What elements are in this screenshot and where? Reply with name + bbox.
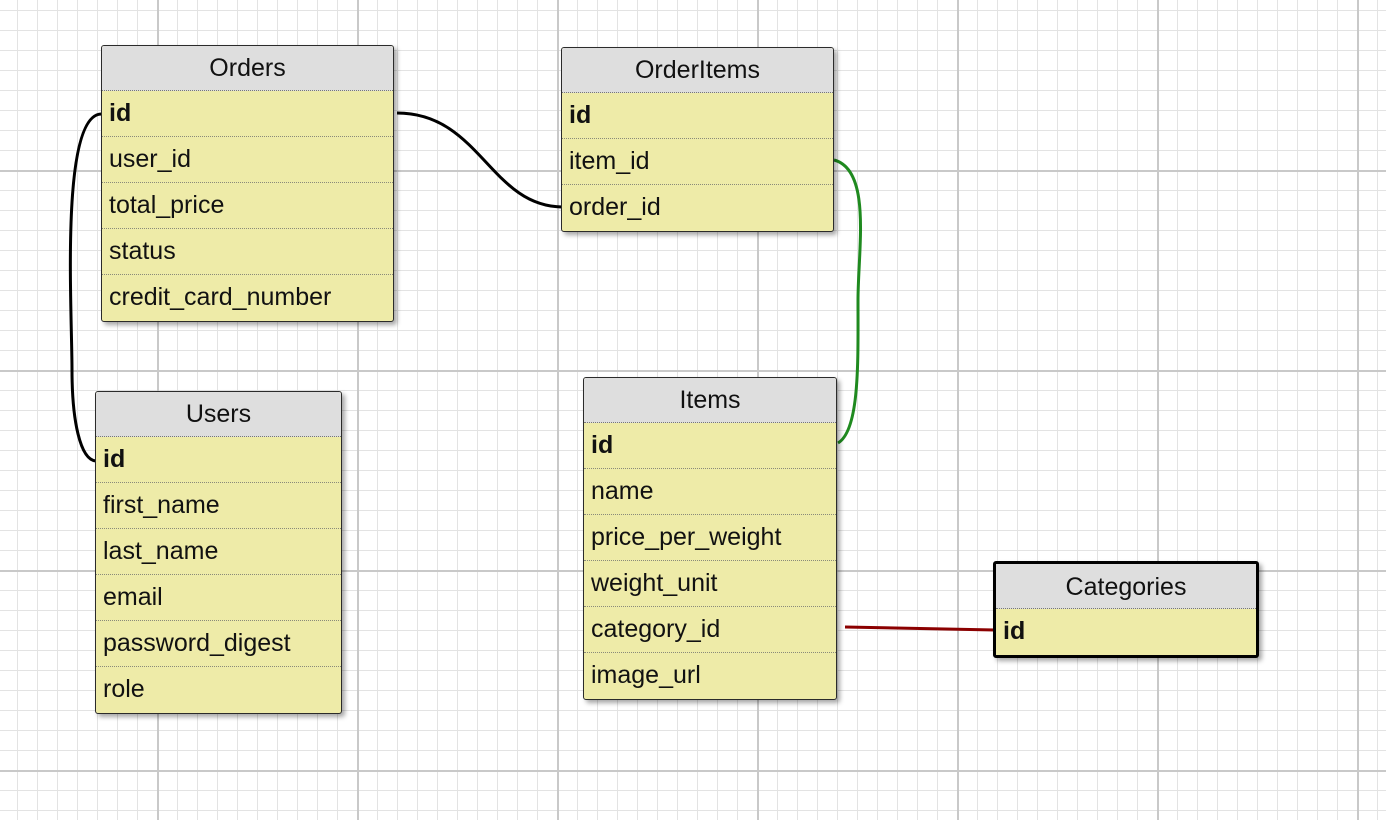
field-id[interactable]: id — [562, 93, 833, 139]
field-id[interactable]: id — [1003, 617, 1026, 645]
link-items-categories[interactable] — [844, 625, 996, 632]
field-id[interactable]: id — [102, 91, 393, 137]
field-name[interactable]: name — [584, 469, 836, 515]
field-total-price[interactable]: total_price — [102, 183, 393, 229]
table-categories[interactable]: Categories id — [993, 561, 1259, 658]
link-orders-orderitems[interactable] — [396, 111, 563, 209]
field-image-url[interactable]: image_url — [591, 661, 701, 689]
field-order-id[interactable]: order_id — [569, 193, 661, 221]
field-id[interactable]: id — [96, 437, 341, 483]
field-id[interactable]: id — [584, 423, 836, 469]
field-weight-unit[interactable]: weight_unit — [584, 561, 836, 607]
table-title: Users — [96, 392, 341, 437]
table-order-items[interactable]: OrderItems id item_id order_id — [561, 47, 834, 232]
table-title: OrderItems — [562, 48, 833, 93]
table-orders[interactable]: Orders id user_id total_price status cre… — [101, 45, 394, 322]
field-status[interactable]: status — [102, 229, 393, 275]
field-user-id[interactable]: user_id — [102, 137, 393, 183]
table-users[interactable]: Users id first_name last_name email pass… — [95, 391, 342, 714]
link-orderitems-items[interactable] — [833, 158, 863, 445]
field-password-digest[interactable]: password_digest — [96, 621, 341, 667]
table-title: Categories — [996, 564, 1256, 609]
field-first-name[interactable]: first_name — [96, 483, 341, 529]
field-item-id[interactable]: item_id — [562, 139, 833, 185]
field-category-id[interactable]: category_id — [584, 607, 836, 653]
table-title: Items — [584, 378, 836, 423]
field-credit-card-number[interactable]: credit_card_number — [109, 283, 332, 311]
table-title: Orders — [102, 46, 393, 91]
field-role[interactable]: role — [103, 675, 145, 703]
table-items[interactable]: Items id name price_per_weight weight_un… — [583, 377, 837, 700]
field-price-per-weight[interactable]: price_per_weight — [584, 515, 836, 561]
field-last-name[interactable]: last_name — [96, 529, 341, 575]
field-email[interactable]: email — [96, 575, 341, 621]
